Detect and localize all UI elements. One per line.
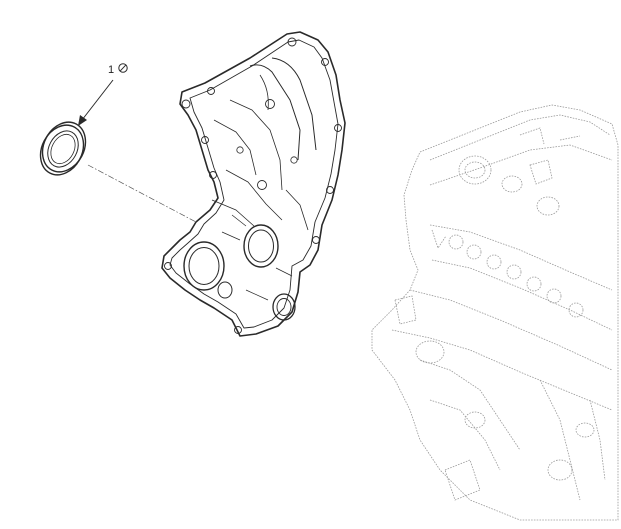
callout-number-1: 1 (108, 64, 114, 76)
engine-block-reference (371, 104, 619, 521)
leader-arrow-1 (81, 79, 114, 121)
leader-arrowhead-1 (78, 115, 87, 126)
timing-chain-cover (161, 31, 346, 337)
callout-1: 1 (78, 63, 128, 126)
oil-seal (39, 121, 87, 176)
circle-slash-icon (118, 63, 128, 73)
installation-guide-line (87, 164, 197, 223)
